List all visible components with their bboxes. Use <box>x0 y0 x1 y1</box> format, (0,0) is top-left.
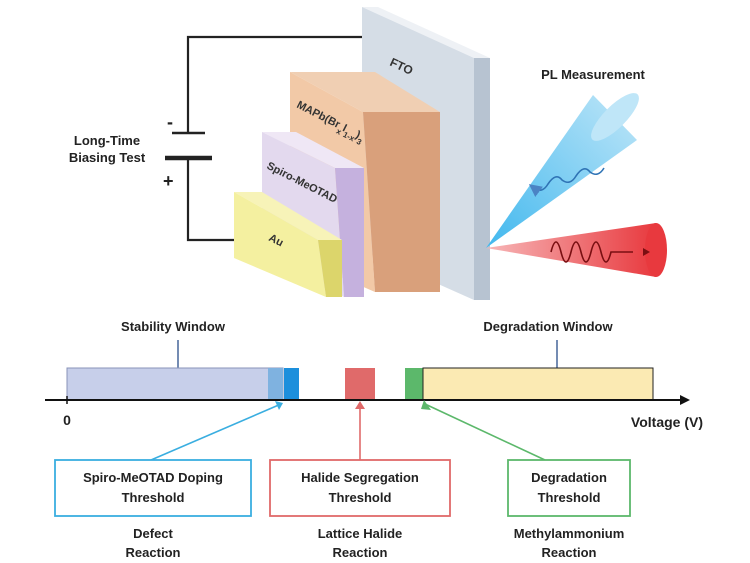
stability-window-bar <box>66 367 284 401</box>
methylammonium-reaction-line2: Reaction <box>542 545 597 560</box>
bias-test-label-line1: Long-Time <box>74 133 140 148</box>
halide-threshold-marker <box>345 368 375 400</box>
voltage-axis-label: Voltage (V) <box>631 414 703 430</box>
connector-halide <box>355 401 365 460</box>
bias-test-label-line2: Biasing Test <box>69 150 146 165</box>
pl-blue-beam <box>486 93 639 248</box>
doping-threshold-line1: Spiro-MeOTAD Doping <box>83 470 223 485</box>
voltage-axis <box>45 395 690 405</box>
doping-threshold-marker <box>284 368 299 400</box>
pl-measurement-label: PL Measurement <box>541 67 645 82</box>
degradation-threshold-line2: Threshold <box>538 490 601 505</box>
degradation-window-label: Degradation Window <box>483 319 613 334</box>
au-layer <box>234 192 342 297</box>
stability-window-label: Stability Window <box>121 319 226 334</box>
lattice-halide-reaction-line2: Reaction <box>333 545 388 560</box>
connector-doping <box>150 401 283 461</box>
minus-sign: - <box>167 112 173 132</box>
doping-threshold-line2: Threshold <box>122 490 185 505</box>
stability-window-edge <box>268 368 283 400</box>
halide-threshold-box <box>269 459 451 517</box>
doping-threshold-box <box>54 459 252 517</box>
pl-red-beam <box>486 223 667 277</box>
defect-reaction-line1: Defect <box>133 526 173 541</box>
degradation-threshold-marker <box>405 368 423 400</box>
axis-zero-label: 0 <box>63 412 71 428</box>
degradation-threshold-line1: Degradation <box>531 470 607 485</box>
au-label: Au <box>267 232 286 249</box>
plus-sign: + <box>163 171 174 191</box>
methylammonium-reaction-line1: Methylammonium <box>514 526 625 541</box>
halide-threshold-line2: Threshold <box>329 490 392 505</box>
defect-reaction-line2: Reaction <box>126 545 181 560</box>
connector-degradation <box>421 400 546 461</box>
halide-threshold-line1: Halide Segregation <box>301 470 419 485</box>
degradation-threshold-box <box>507 459 631 517</box>
degradation-window-bar <box>422 367 654 401</box>
lattice-halide-reaction-line1: Lattice Halide <box>318 526 403 541</box>
